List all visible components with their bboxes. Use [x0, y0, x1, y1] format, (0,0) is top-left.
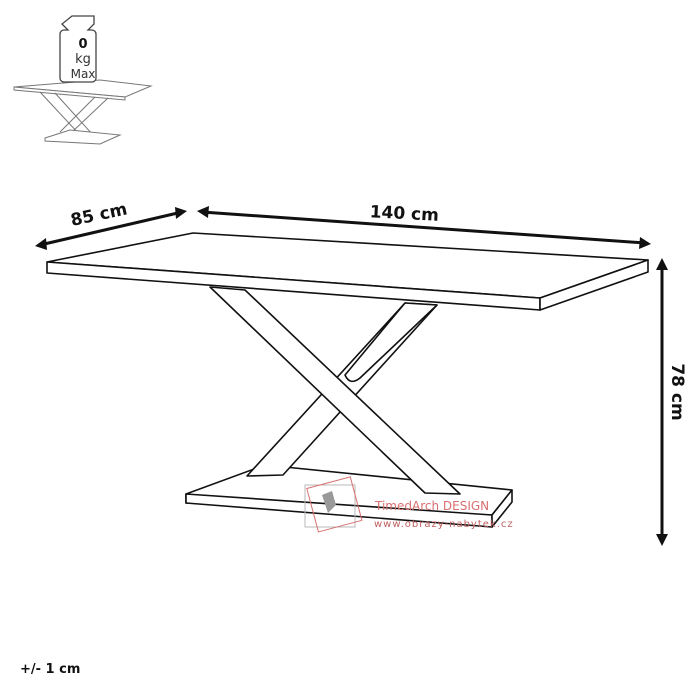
load-capacity-icon	[13, 15, 153, 145]
badge-weight-suffix: Max	[71, 67, 96, 81]
watermark-url: www.obrazy-nabytek.cz	[374, 519, 514, 530]
watermark-logo	[304, 476, 363, 533]
tolerance-label: +/- 1 cm	[20, 662, 80, 677]
height-label: 78 cm	[667, 363, 687, 420]
watermark-brand: TimedArch DESIGN	[374, 499, 489, 513]
table-leg-front	[209, 286, 461, 495]
table-drawing	[46, 232, 649, 528]
badge-weight-unit: kg	[75, 52, 91, 67]
dimension-arrows	[35, 206, 668, 546]
width-label: 140 cm	[369, 202, 439, 226]
badge-weight-value: 0	[78, 37, 87, 52]
